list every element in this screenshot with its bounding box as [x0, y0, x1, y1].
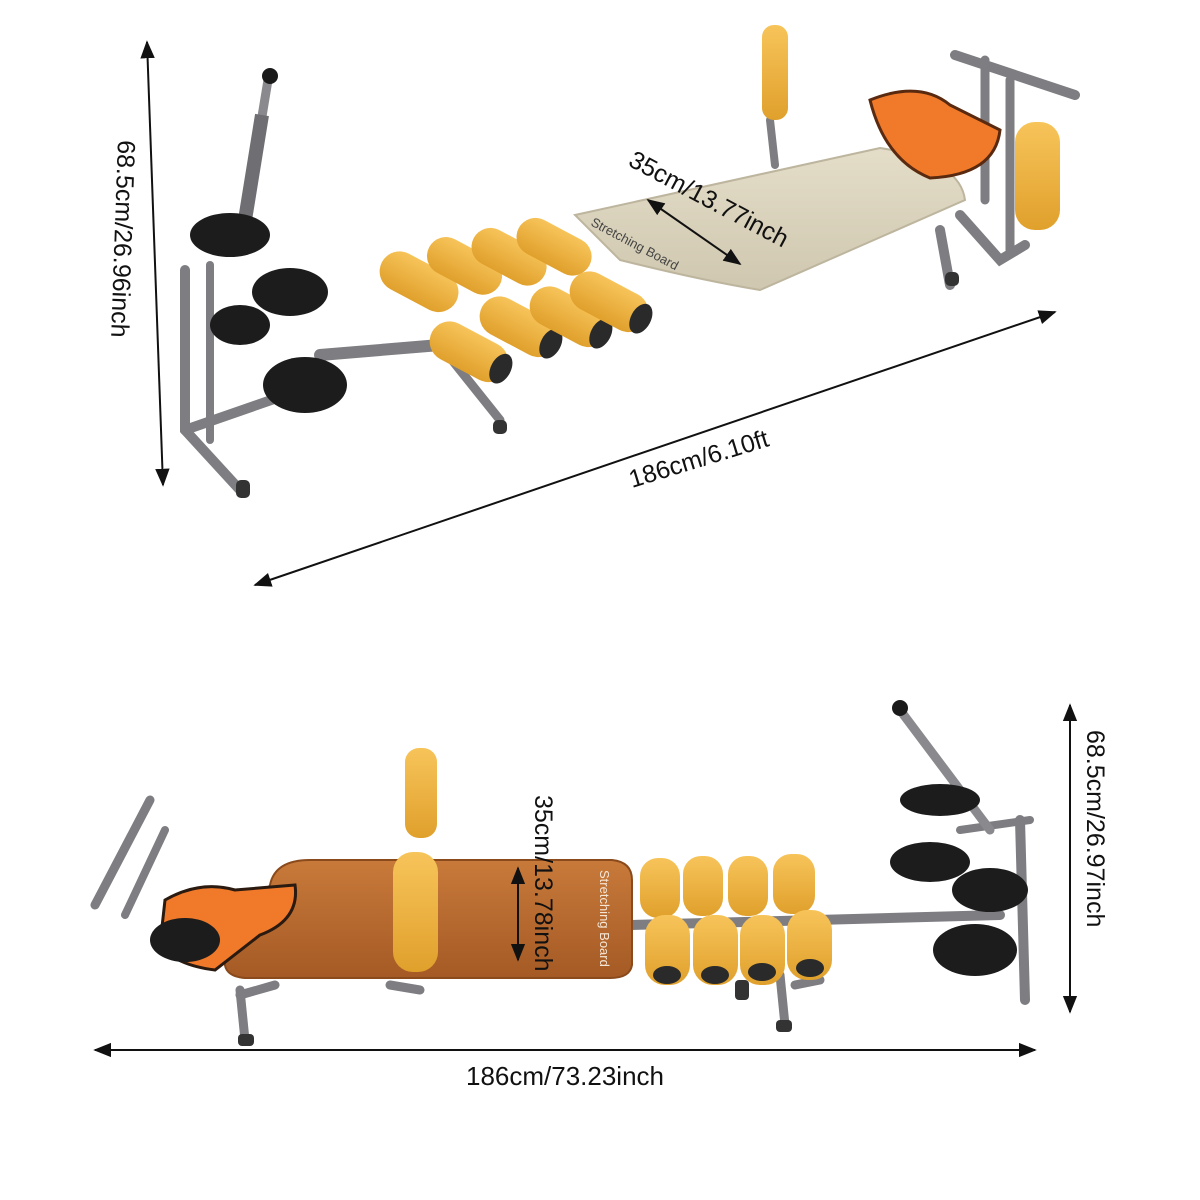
bottom-board-label: Stretching Board [597, 870, 612, 967]
top-width-dimension-line [646, 198, 742, 266]
bottom-height-label: 68.5cm/26.97inch [1081, 730, 1109, 927]
bottom-leg-pads [890, 784, 1028, 976]
bottom-feet [238, 980, 792, 1046]
top-length-label: 186cm/6.10ft [626, 425, 772, 494]
bottom-foam-grip-back [405, 748, 437, 838]
bottom-product-view: Stretching Board 68 [90, 700, 1109, 1091]
top-height-label: 68.5cm/26.96inch [105, 140, 140, 338]
top-length-dimension-line [253, 310, 1057, 587]
top-height-dimension-line [140, 40, 170, 487]
bottom-width-label: 35cm/13.78inch [529, 795, 557, 972]
bottom-foam-rollers [640, 854, 832, 985]
top-product-view: Stretching Board 68.5cm/26.96inch 35cm/1… [105, 25, 1080, 587]
top-neck-strap [868, 89, 1002, 180]
top-foam-grip-left [762, 25, 788, 120]
top-foam-grip-right [1015, 122, 1060, 230]
bottom-length-label: 186cm/73.23inch [466, 1061, 664, 1091]
bottom-lever-handle [892, 700, 995, 835]
bottom-strap-pad [150, 918, 220, 962]
bottom-foam-grip-front [393, 852, 438, 972]
